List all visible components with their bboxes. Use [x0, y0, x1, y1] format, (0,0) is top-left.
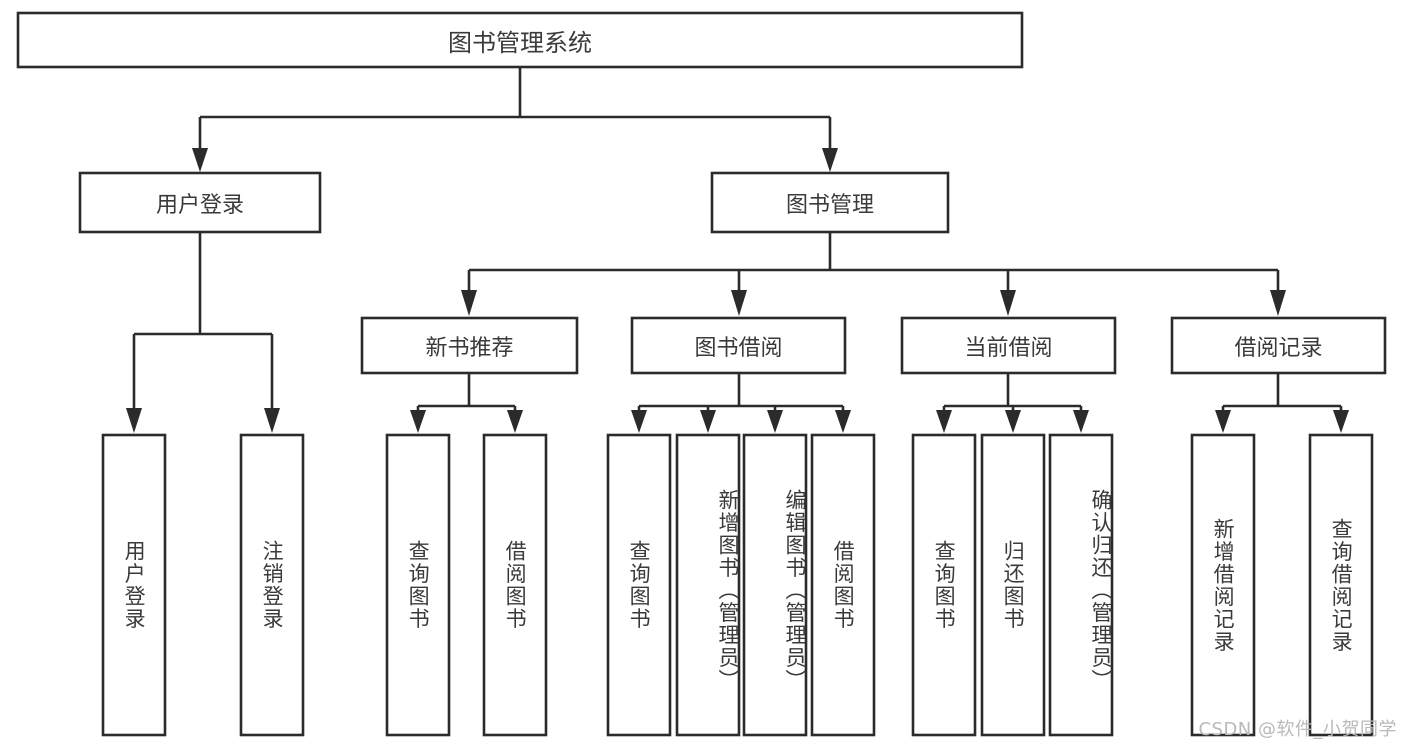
leaf-box-book-borrow-2[interactable] [742, 433, 808, 737]
arrow-borrow-record-leaf-1 [1333, 410, 1349, 433]
arrow-book-borrow-leaf-1 [700, 410, 716, 433]
arrow-new-book-leaf-0 [410, 410, 426, 433]
leaf-box-current-borrow-1[interactable] [980, 433, 1046, 737]
node-box-book-borrow[interactable] [630, 316, 847, 375]
arrow-bm-to-new-book [461, 290, 477, 316]
arrow-current-borrow-leaf-1 [1005, 410, 1021, 433]
leaf-box-new-book-0[interactable] [385, 433, 451, 737]
node-box-root[interactable] [16, 11, 1024, 69]
leaf-box-new-book-1[interactable] [482, 433, 548, 737]
leaf-box-book-borrow-0[interactable] [606, 433, 672, 737]
leaf-box-current-borrow-0[interactable] [911, 433, 977, 737]
node-box-new-book-recommend[interactable] [360, 316, 579, 375]
leaf-box-current-borrow-2[interactable] [1048, 433, 1114, 737]
arrow-root-to-user-login [192, 148, 208, 172]
leaf-box-user-login-0[interactable] [101, 433, 167, 737]
node-box-user-login[interactable] [78, 171, 322, 234]
arrow-bm-to-book-borrow [731, 290, 747, 316]
arrow-bm-to-current-borrow [1000, 290, 1016, 316]
csdn-watermark: CSDN @软件_小贺同学 [1198, 719, 1397, 740]
arrow-borrow-record-leaf-0 [1215, 410, 1231, 433]
node-box-current-borrow[interactable] [900, 316, 1117, 375]
arrow-current-borrow-leaf-2 [1073, 410, 1089, 433]
arrow-book-borrow-leaf-3 [835, 410, 851, 433]
arrow-root-to-book-management [822, 148, 838, 172]
arrow-current-borrow-leaf-0 [936, 410, 952, 433]
node-box-book-management[interactable] [710, 171, 950, 234]
arrow-user-login-leaf-0 [126, 408, 142, 433]
arrow-new-book-leaf-1 [507, 410, 523, 433]
arrow-bm-to-borrow-record [1270, 290, 1286, 316]
leaf-box-user-login-1[interactable] [239, 433, 305, 737]
arrow-book-borrow-leaf-2 [767, 410, 783, 433]
arrow-user-login-leaf-1 [264, 408, 280, 433]
arrow-book-borrow-leaf-0 [631, 410, 647, 433]
leaf-box-borrow-record-1[interactable] [1308, 433, 1374, 737]
leaf-box-book-borrow-1[interactable] [675, 433, 741, 737]
leaf-box-book-borrow-3[interactable] [810, 433, 876, 737]
leaf-box-borrow-record-0[interactable] [1190, 433, 1256, 737]
node-box-borrow-record[interactable] [1170, 316, 1387, 375]
